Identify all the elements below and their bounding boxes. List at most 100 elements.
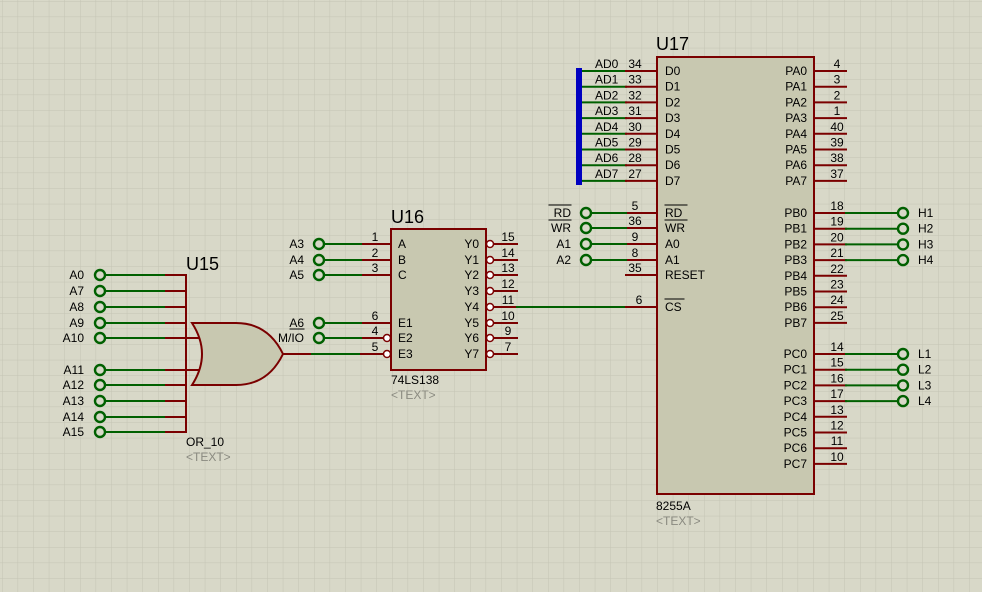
u16-pin-name: E2 xyxy=(398,331,413,345)
u17-pin-name: PB5 xyxy=(784,285,807,299)
u17-control-terminal[interactable] xyxy=(579,253,593,267)
u17-pin-name: D2 xyxy=(665,95,681,109)
u17-pin-number: 17 xyxy=(830,387,844,401)
u17-pin-name: D6 xyxy=(665,158,681,172)
u17-data-bus xyxy=(576,68,582,185)
u17-pin-number: 19 xyxy=(830,215,844,229)
u17-pin-name: PC7 xyxy=(784,457,808,471)
u16-pin-name: Y4 xyxy=(464,300,479,314)
u16-pin-number: 2 xyxy=(372,246,379,260)
u17-pin-number: 1 xyxy=(834,104,841,118)
u17-pin-number: 34 xyxy=(628,57,642,71)
u17-pin-name: D1 xyxy=(665,80,681,94)
u17-pin-number: 33 xyxy=(628,73,642,87)
u17-pin-number: 40 xyxy=(830,120,844,134)
u17-pin-number: 21 xyxy=(830,246,844,260)
u17-control-net-label: WR xyxy=(551,221,571,235)
u16-pin-number: 7 xyxy=(505,340,512,354)
u16-pin-name: Y3 xyxy=(464,284,479,298)
u17-pin-number: 8 xyxy=(632,246,639,260)
u15-input-terminal[interactable] xyxy=(93,268,107,282)
u17-control-terminal[interactable] xyxy=(579,221,593,235)
u17-pin-number: 22 xyxy=(830,262,844,276)
u17-pin-name: A0 xyxy=(665,237,680,251)
u16-pin-name: A xyxy=(398,237,406,251)
u17-pin-name: PA3 xyxy=(785,111,807,125)
u16-output-bubble xyxy=(485,318,495,328)
u17-data-net-label: AD0 xyxy=(595,57,619,71)
u17-pin-name: PB7 xyxy=(784,316,807,330)
u17-pin-number: 27 xyxy=(628,167,642,181)
u17-pin-name: PA0 xyxy=(785,64,807,78)
u17-port-net-label: H2 xyxy=(918,222,934,236)
u16-output-bubble xyxy=(485,270,495,280)
u15-input-terminal[interactable] xyxy=(93,378,107,392)
u16-pin-number: 12 xyxy=(501,277,515,291)
u17-pin-name: PB0 xyxy=(784,206,807,220)
u15-input-terminal[interactable] xyxy=(93,331,107,345)
u16-net-label: M/IO xyxy=(278,331,304,345)
u17-port-terminal[interactable] xyxy=(896,379,910,392)
u16-input-terminal[interactable] xyxy=(312,268,326,282)
u17-port-terminal[interactable] xyxy=(896,394,910,408)
u17-pin-number: 3 xyxy=(834,73,841,87)
u16-active-low-bubble xyxy=(382,333,392,343)
u17-port-terminal[interactable] xyxy=(896,347,910,361)
u17-pin-number: 4 xyxy=(834,57,841,71)
u17-pin-name: PA2 xyxy=(785,95,807,109)
u17-port-terminal[interactable] xyxy=(896,206,910,220)
u17-pin-number: 6 xyxy=(636,293,643,307)
u17-pin-number: 25 xyxy=(830,309,844,323)
u15-input-terminal[interactable] xyxy=(93,284,107,298)
u17-pin-number: 29 xyxy=(628,136,642,150)
u15-input-terminal[interactable] xyxy=(93,410,107,424)
u17-control-net-label: A1 xyxy=(556,237,571,251)
u15-input-terminal[interactable] xyxy=(93,316,107,330)
u16-input-terminal[interactable] xyxy=(312,331,326,345)
u17-pin-name: PC4 xyxy=(784,410,808,424)
u16-pin-name: Y0 xyxy=(464,237,479,251)
u15-or-gate-body xyxy=(190,322,285,386)
u15-input-terminal[interactable] xyxy=(93,425,107,439)
u15-input-label: A15 xyxy=(63,425,85,439)
u16-input-terminal[interactable] xyxy=(312,316,326,330)
u16-input-terminal[interactable] xyxy=(312,253,326,267)
u17-pin-name: PC3 xyxy=(784,394,808,408)
u17-pin-name: PC2 xyxy=(784,378,808,392)
u17-control-terminal[interactable] xyxy=(579,206,593,220)
u17-port-terminal[interactable] xyxy=(896,222,910,235)
u17-pin-name: RD xyxy=(665,206,683,220)
u15-input-terminal[interactable] xyxy=(93,300,107,314)
u16-pin-name: Y6 xyxy=(464,331,479,345)
u15-input-label: A0 xyxy=(69,268,84,282)
u17-port-terminal[interactable] xyxy=(896,253,910,267)
u17-ref-label: U17 xyxy=(656,34,689,54)
u17-pin-name: CS xyxy=(665,300,682,314)
u17-pin-name: RESET xyxy=(665,268,706,282)
u15-input-terminal[interactable] xyxy=(93,394,107,408)
u17-chip-body xyxy=(656,56,815,495)
u17-pin-number: 38 xyxy=(830,151,844,165)
u17-pin-number: 23 xyxy=(830,278,844,292)
u16-input-terminal[interactable] xyxy=(312,237,326,251)
u17-port-net-label: L4 xyxy=(918,394,932,408)
u17-pin-name: PA7 xyxy=(785,174,807,188)
u17-text-placeholder: <TEXT> xyxy=(656,514,701,528)
u17-data-net-label: AD5 xyxy=(595,136,619,150)
u15-input-terminal[interactable] xyxy=(93,363,107,377)
u17-pin-number: 15 xyxy=(830,356,844,370)
u17-pin-number: 31 xyxy=(628,104,642,118)
u17-data-net-label: AD4 xyxy=(595,120,619,134)
u17-type-label: 8255A xyxy=(656,499,691,513)
u17-control-terminal[interactable] xyxy=(579,237,593,251)
u16-pin-number: 3 xyxy=(372,261,379,275)
u17-port-terminal[interactable] xyxy=(896,238,910,251)
u17-port-terminal[interactable] xyxy=(896,363,910,376)
u17-pin-name: PA5 xyxy=(785,143,807,157)
u17-pin-name: PC6 xyxy=(784,441,808,455)
u16-pin-name: Y1 xyxy=(464,253,479,267)
